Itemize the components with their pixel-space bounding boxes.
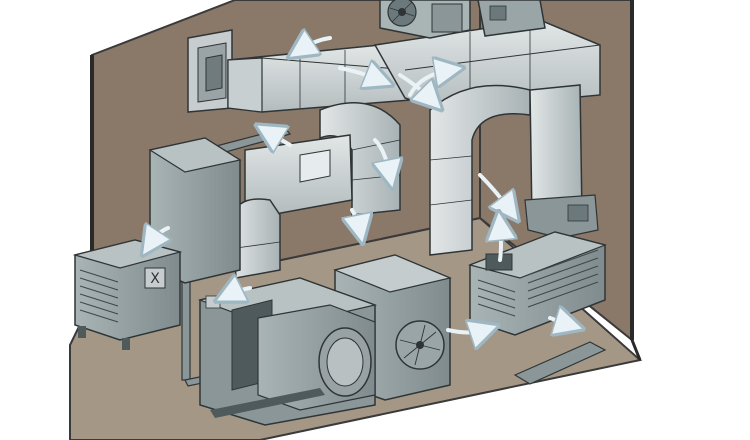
roof-unit-right bbox=[477, 0, 546, 37]
exhaust-fan-roof bbox=[379, 0, 471, 39]
airflow-arrows bbox=[150, 38, 570, 333]
airflow-arrow-down-center bbox=[375, 138, 390, 175]
duct-vertical-right bbox=[524, 84, 599, 239]
airflow-arrow-blower bbox=[446, 330, 485, 333]
airflow-arrow-condenser bbox=[150, 228, 168, 244]
airflow-arrow-elbow bbox=[408, 70, 450, 97]
airflow-arrow-handler bbox=[228, 288, 252, 295]
airflow-arrow-mid bbox=[352, 208, 360, 230]
air-handler-unit bbox=[197, 277, 378, 426]
floor-grille bbox=[513, 341, 607, 385]
airflow-arrow-up-right bbox=[500, 225, 501, 262]
warning-symbol: X bbox=[150, 271, 160, 287]
airflow-arrow-down-right bbox=[478, 173, 510, 210]
supply-diffuser bbox=[187, 29, 233, 113]
airflow-arrow-grille bbox=[548, 318, 570, 325]
airflow-arrow-topright bbox=[398, 73, 432, 100]
airflow-arrow-left bbox=[300, 38, 332, 50]
airflow-arrow-topmid bbox=[338, 68, 380, 80]
airflow-arrow-left-pipe bbox=[268, 132, 292, 145]
